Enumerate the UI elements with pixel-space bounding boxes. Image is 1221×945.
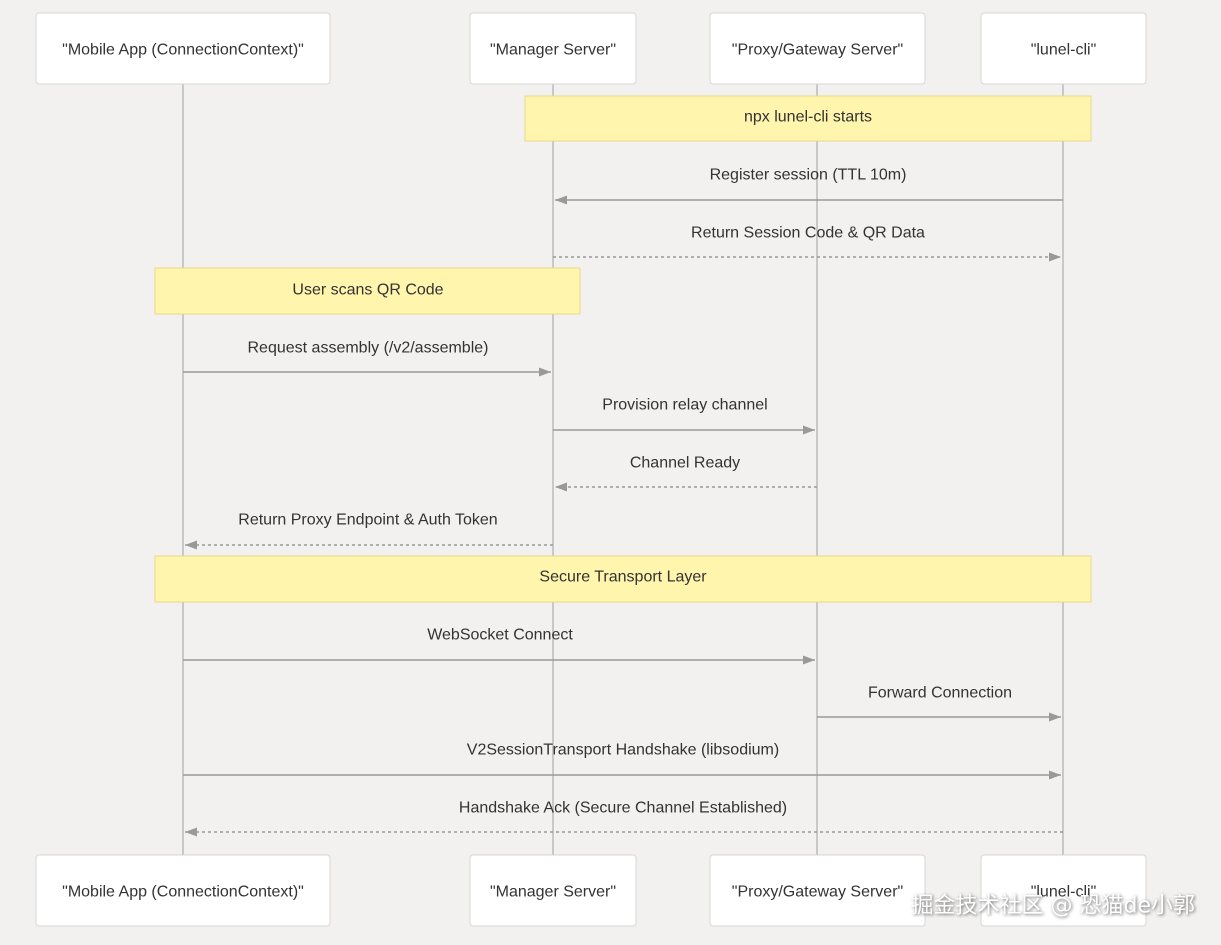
participant-lunel-cli-top: "lunel-cli": [980, 12, 1147, 85]
participant-label: "Proxy/Gateway Server": [732, 42, 903, 59]
note-label: npx lunel-cli starts: [744, 109, 872, 126]
message-label: Handshake Ack (Secure Channel Establishe…: [459, 800, 787, 817]
message-label: Return Proxy Endpoint & Auth Token: [238, 512, 497, 529]
message-channel-ready: Channel Ready: [555, 455, 817, 492]
note-label: Secure Transport Layer: [539, 569, 707, 586]
participant-label: "Manager Server": [490, 42, 616, 59]
message-provision-relay-channel: Provision relay channel: [553, 397, 815, 435]
participant-box: [980, 854, 1147, 927]
participant-mobile-app-bottom: "Mobile App (ConnectionContext)": [35, 854, 331, 927]
message-websocket-connect: WebSocket Connect: [183, 627, 815, 665]
participant-box: [35, 12, 331, 85]
note-secure-transport: Secure Transport Layer: [154, 555, 1092, 603]
participant-label: "Mobile App (ConnectionContext)": [62, 42, 304, 59]
message-return-proxy-endpoint: Return Proxy Endpoint & Auth Token: [185, 512, 553, 550]
participant-label: "Manager Server": [490, 884, 616, 901]
note-npx-start: npx lunel-cli starts: [524, 95, 1092, 142]
note-label: User scans QR Code: [292, 282, 443, 299]
message-return-session-code: Return Session Code & QR Data: [553, 225, 1061, 262]
message-label: Register session (TTL 10m): [710, 167, 907, 184]
message-handshake-ack: Handshake Ack (Secure Channel Establishe…: [185, 800, 1063, 837]
participant-box: [709, 12, 926, 85]
participant-box: [469, 854, 637, 927]
participant-proxy-gateway-server-top: "Proxy/Gateway Server": [709, 12, 926, 85]
watermark: 掘金技术社区 @ 恐猫de小郭: [912, 894, 1196, 919]
participant-manager-server-top: "Manager Server": [469, 12, 637, 85]
message-register-session: Register session (TTL 10m): [555, 167, 1063, 205]
note-box: [524, 95, 1092, 142]
note-scan-qr: User scans QR Code: [154, 267, 581, 315]
message-label: Forward Connection: [868, 685, 1012, 702]
participant-mobile-app-top: "Mobile App (ConnectionContext)": [35, 12, 331, 85]
participant-label: "lunel-cli": [1031, 884, 1097, 901]
participant-label: "Mobile App (ConnectionContext)": [62, 884, 304, 901]
lifelines: [182, 84, 1064, 855]
participant-manager-server-bottom: "Manager Server": [469, 854, 637, 927]
message-forward-connection: Forward Connection: [817, 685, 1061, 722]
message-request-assembly: Request assembly (/v2/assemble): [183, 340, 551, 377]
message-label: Provision relay channel: [602, 397, 767, 414]
participant-proxy-gateway-server-bottom: "Proxy/Gateway Server": [709, 854, 926, 927]
note-box: [154, 267, 581, 315]
message-label: Channel Ready: [630, 455, 740, 472]
participant-label: "Proxy/Gateway Server": [732, 884, 903, 901]
message-label: WebSocket Connect: [427, 627, 573, 644]
participant-box: [980, 12, 1147, 85]
message-label: V2SessionTransport Handshake (libsodium): [467, 742, 779, 759]
note-box: [154, 555, 1092, 603]
participant-box: [469, 12, 637, 85]
participant-box: [35, 854, 331, 927]
participant-lunel-cli-bottom: "lunel-cli": [980, 854, 1147, 927]
message-label: Return Session Code & QR Data: [691, 225, 925, 242]
participant-label: "lunel-cli": [1031, 42, 1097, 59]
message-label: Request assembly (/v2/assemble): [248, 340, 489, 357]
message-session-handshake: V2SessionTransport Handshake (libsodium): [183, 742, 1061, 780]
participant-box: [709, 854, 926, 927]
